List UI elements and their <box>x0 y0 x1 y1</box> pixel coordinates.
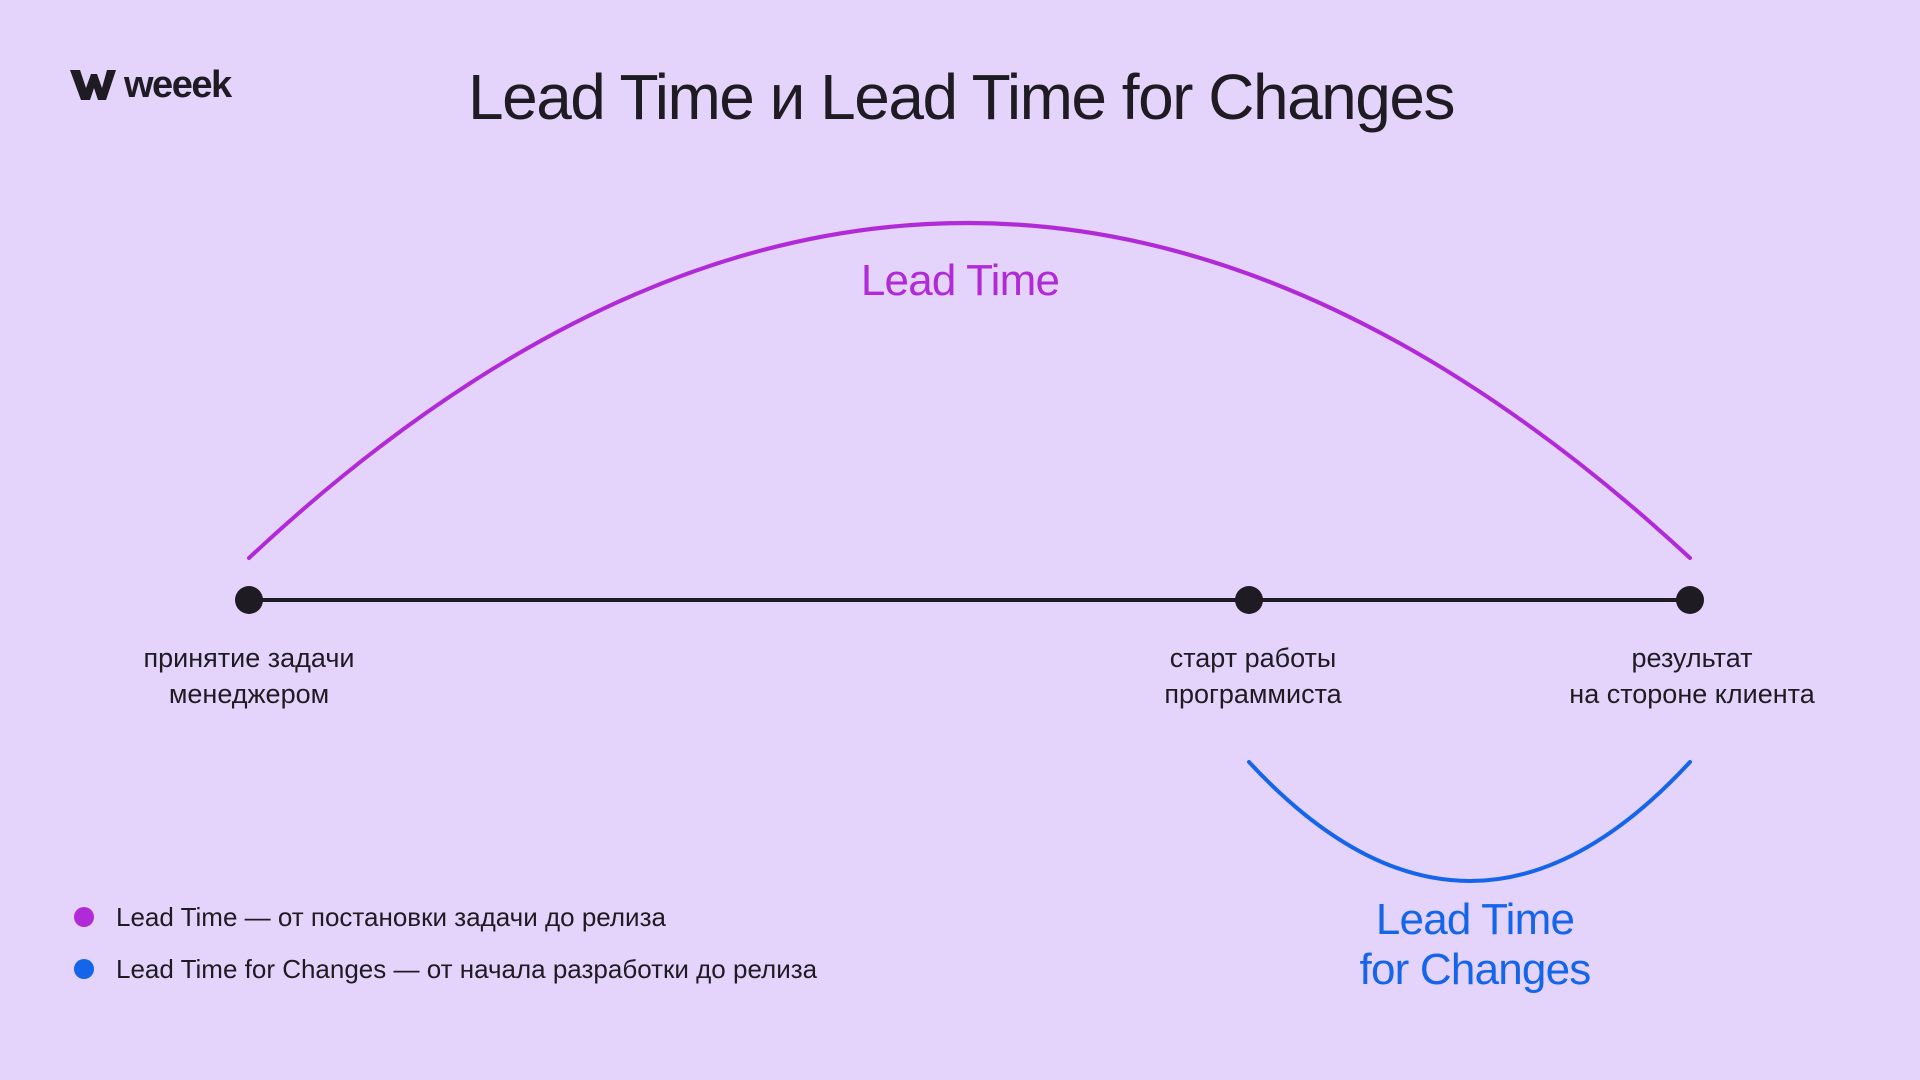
point-label-dev-start: старт работы программиста <box>1164 643 1342 709</box>
lead-time-for-changes-label: Lead Time for Changes <box>1359 895 1592 994</box>
legend-item-lead-time-for-changes: Lead Time for Changes — от начала разраб… <box>74 943 817 995</box>
legend-item-lead-time: Lead Time — от постановки задачи до рели… <box>74 891 817 943</box>
legend-dot-icon <box>74 959 94 979</box>
legend-text: Lead Time — от постановки задачи до рели… <box>116 901 666 932</box>
timeline-point-task-accepted <box>235 586 263 614</box>
legend-dot-icon <box>74 907 94 927</box>
point-label-task-accepted: принятие задачи менеджером <box>143 643 355 709</box>
legend: Lead Time — от постановки задачи до рели… <box>74 891 817 995</box>
brand-logo: weeek <box>68 64 232 106</box>
lead-time-label: Lead Time <box>860 256 1060 305</box>
timeline-point-client-result <box>1676 586 1704 614</box>
lead-time-for-changes-arc <box>1247 760 1692 883</box>
legend-text: Lead Time for Changes — от начала разраб… <box>116 953 818 984</box>
timeline-point-dev-start <box>1235 586 1263 614</box>
lead-time-arc <box>247 221 1692 560</box>
point-label-client-result: результат на стороне клиента <box>1569 643 1815 709</box>
brand-name: weeek <box>124 64 232 106</box>
page-title: Lead Time и Lead Time for Changes <box>468 61 1455 133</box>
weeek-logo-icon <box>70 70 116 100</box>
